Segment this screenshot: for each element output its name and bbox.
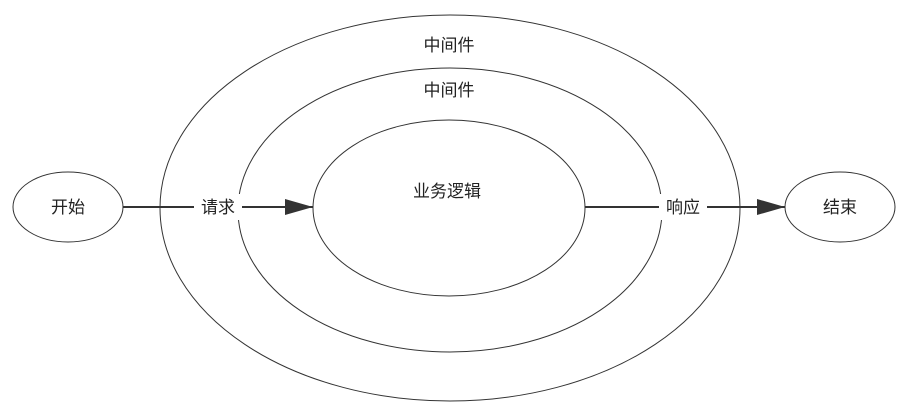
response-label: 响应 <box>666 198 700 218</box>
business-logic-label: 业务逻辑 <box>413 182 481 202</box>
business-logic-ellipse <box>312 119 586 297</box>
outer-middleware-label: 中间件 <box>424 36 475 56</box>
end-label: 结束 <box>823 198 857 218</box>
start-label: 开始 <box>51 198 85 218</box>
request-label: 请求 <box>201 198 235 218</box>
inner-middleware-label: 中间件 <box>424 81 475 101</box>
inner-middleware-ellipse <box>237 67 663 353</box>
